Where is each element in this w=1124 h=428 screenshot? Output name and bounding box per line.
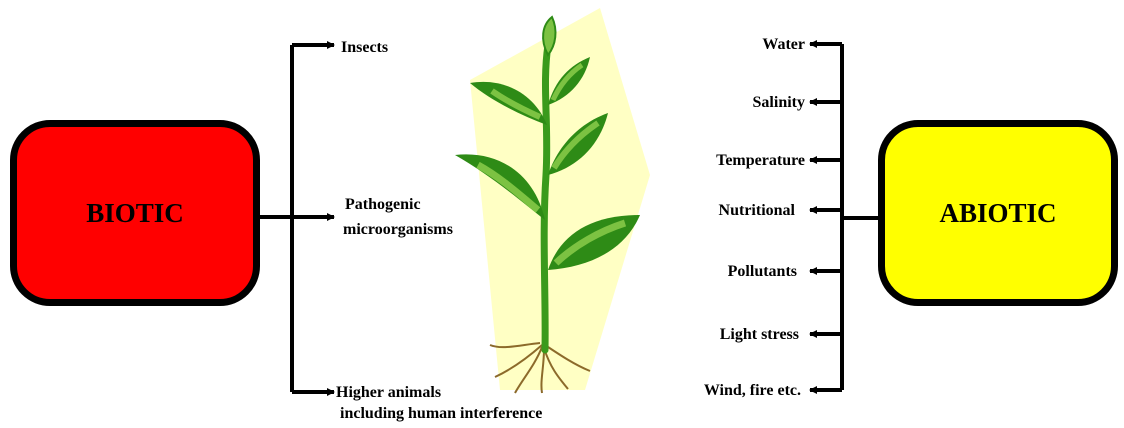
factor-higher-animals: Higher animals xyxy=(336,383,441,403)
factor-insects: Insects xyxy=(341,38,388,58)
abiotic-connectors xyxy=(810,44,878,390)
biotic-connectors xyxy=(260,45,334,392)
factor-microorganisms: microorganisms xyxy=(343,220,453,240)
factor-nutritional: Nutritional xyxy=(719,201,795,221)
biotic-box: BIOTIC xyxy=(10,120,260,306)
factor-wind-fire: Wind, fire etc. xyxy=(704,381,801,401)
factor-pollutants: Pollutants xyxy=(728,262,797,282)
factor-light-stress: Light stress xyxy=(720,325,799,345)
biotic-label: BIOTIC xyxy=(86,198,184,229)
factor-water: Water xyxy=(762,35,805,55)
abiotic-label: ABIOTIC xyxy=(939,198,1056,229)
plant-background-shape xyxy=(470,8,650,390)
plant-stem xyxy=(544,45,548,350)
factor-temperature: Temperature xyxy=(716,151,805,171)
factor-salinity: Salinity xyxy=(753,93,805,113)
factor-pathogenic: Pathogenic xyxy=(345,195,421,215)
abiotic-box: ABIOTIC xyxy=(878,120,1118,306)
plant-illustration xyxy=(450,5,660,395)
factor-human-interference: including human interference xyxy=(340,404,542,424)
